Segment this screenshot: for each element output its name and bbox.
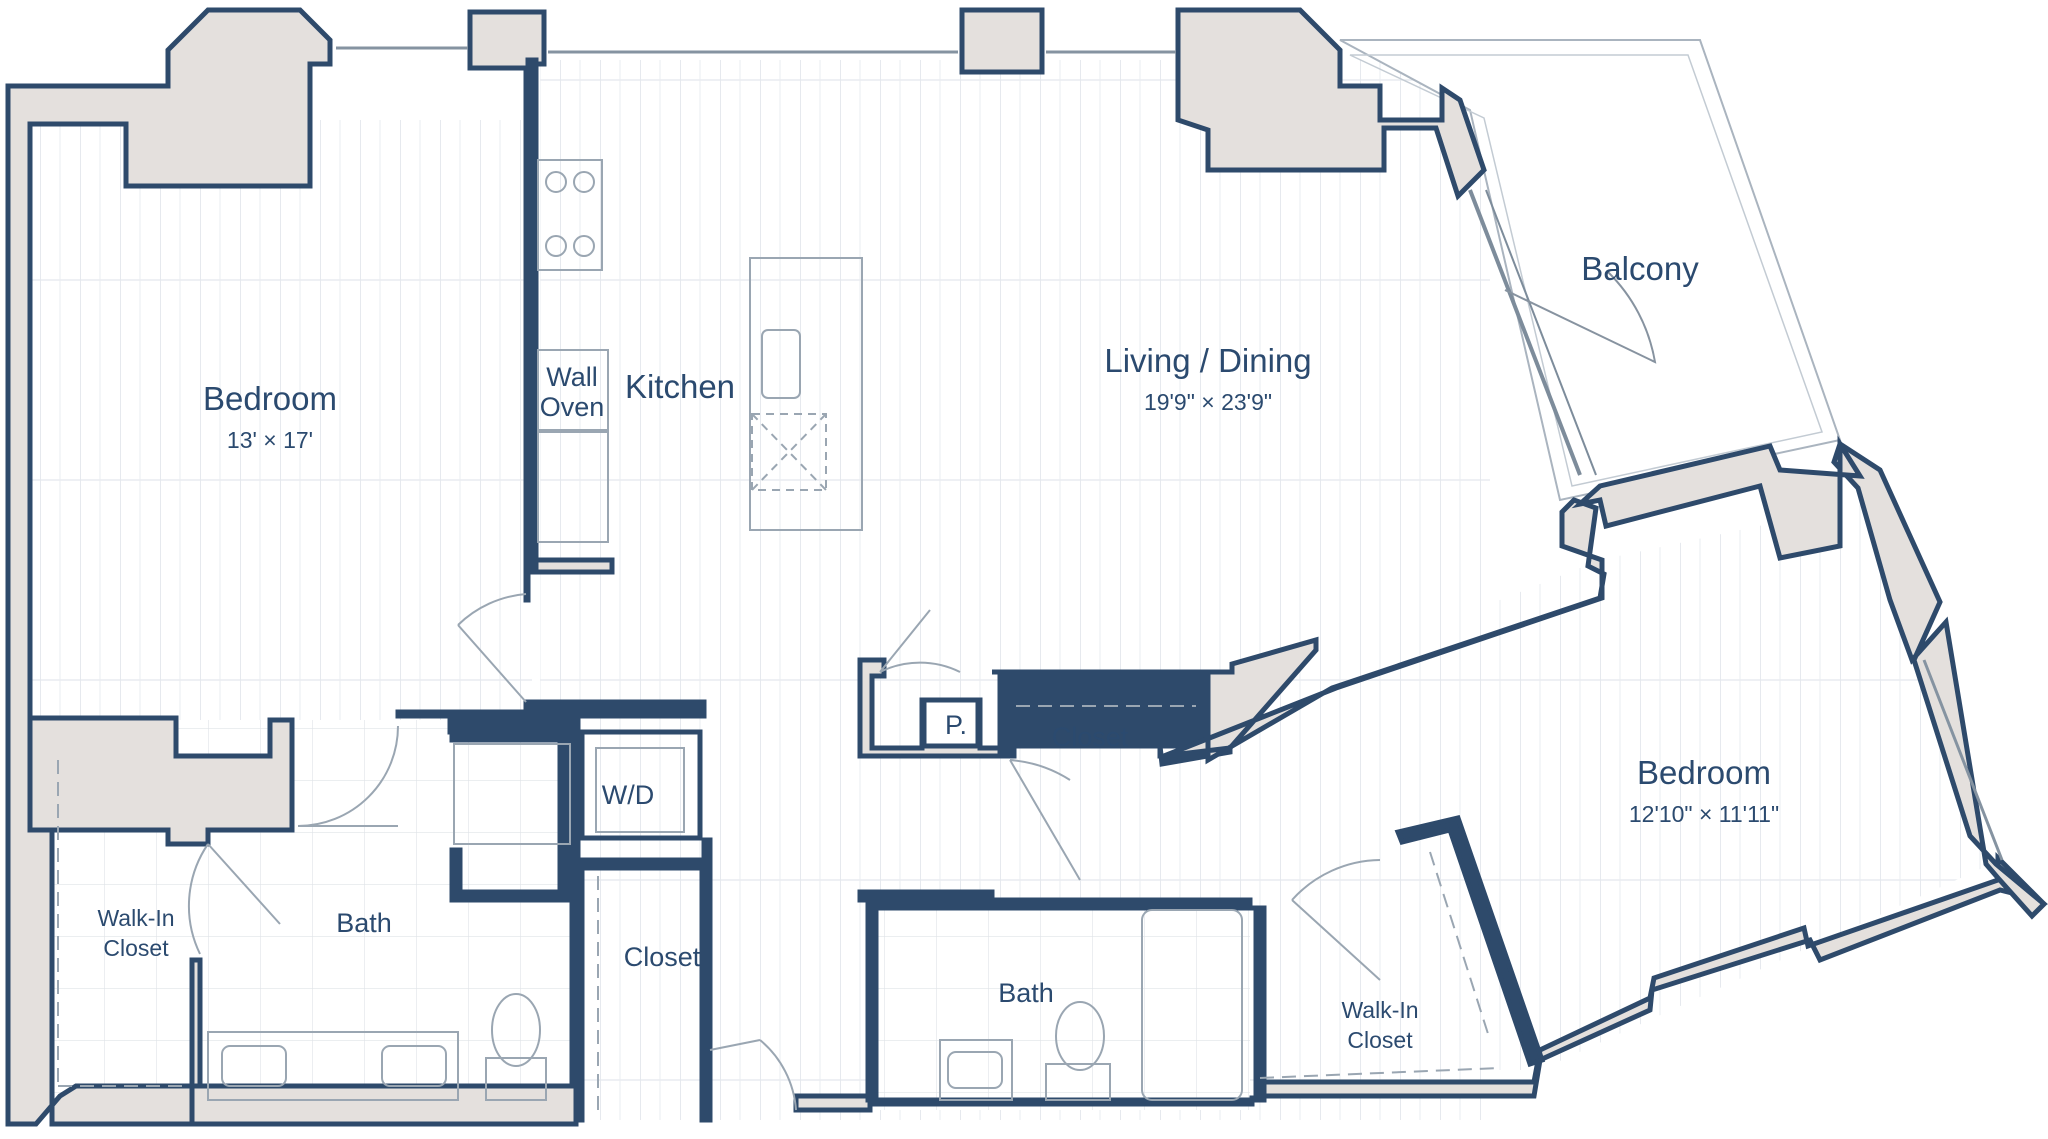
walk-in-closet-1-line-1: Walk-In — [97, 905, 174, 931]
sink-1 — [221, 1045, 287, 1087]
fridge-box — [537, 431, 609, 543]
outer-wall-right — [1831, 440, 2048, 920]
island-sink — [761, 329, 801, 399]
closet-door-swing — [879, 609, 961, 673]
floors — [32, 60, 2000, 1120]
pillar-top-center — [959, 7, 1045, 75]
pantry-name: P. — [945, 710, 967, 740]
closet-center-name: Closet — [1052, 722, 1129, 752]
kitchen-island — [749, 257, 863, 531]
balcony-name: Balcony — [1581, 250, 1699, 287]
island-dishwasher — [751, 413, 827, 491]
toilet-2 — [1055, 1001, 1105, 1071]
range-burners — [537, 159, 603, 271]
walk-in-2-wall — [1394, 815, 1546, 1068]
walk-in-closet-2-line-2: Closet — [1347, 1027, 1413, 1053]
vanity-1 — [207, 1031, 459, 1101]
bedroom-2-upper-wall — [1571, 435, 1865, 561]
bedroom-2-name: Bedroom — [1637, 754, 1771, 791]
wall-oven-box — [537, 349, 609, 431]
kitchen-wall-strip — [525, 57, 539, 573]
bath-2-floor — [870, 900, 1250, 1110]
wall-oven-label-1: Wall — [546, 362, 598, 392]
shower-1 — [453, 743, 571, 845]
wd-name: W/D — [602, 780, 654, 810]
balcony-door-swing — [1504, 271, 1657, 364]
sink-3 — [947, 1051, 1003, 1089]
walls — [5, 7, 2048, 1127]
toilet-1 — [491, 993, 541, 1067]
hall-closet-wall — [569, 837, 713, 1123]
bedroom-1-dims: 13' × 17' — [227, 427, 313, 453]
wd-wall — [579, 729, 703, 841]
living-dining-dims: 19'9" × 23'9" — [1144, 389, 1272, 415]
entry-door-swing — [709, 1039, 797, 1111]
pantry-closet — [921, 697, 981, 749]
fixtures — [57, 46, 2004, 1111]
bath-1-name: Bath — [336, 908, 392, 938]
bedroom-bath-wall — [27, 715, 295, 847]
walk-in-closet-1-line-2: Closet — [103, 935, 169, 961]
bedroom-1-name: Bedroom — [203, 380, 337, 417]
bath-2-wall — [857, 889, 1267, 1103]
bath-2-door-swing — [1009, 759, 1081, 881]
tub-2 — [1141, 909, 1243, 1101]
room-labels: Bedroom 13' × 17' Wall Oven Kitchen Livi… — [97, 250, 1779, 1053]
living-dining-name: Living / Dining — [1104, 342, 1311, 379]
kitchen-name: Kitchen — [625, 368, 735, 405]
vanity-2 — [939, 1039, 1013, 1101]
diagonal-wall — [1163, 497, 1607, 765]
pillar-top-right — [1175, 7, 1487, 201]
sink-2 — [381, 1045, 447, 1087]
bedroom-1-door-swing — [297, 725, 399, 827]
closet-hall-name: Closet — [624, 942, 701, 972]
hall-door-swing — [457, 593, 527, 703]
bedroom-1-floor — [32, 120, 532, 720]
bath-2-name: Bath — [998, 978, 1054, 1008]
walk-in-closet-2-line-1: Walk-In — [1341, 997, 1418, 1023]
walk-in-1-door-swing — [187, 843, 281, 955]
wall-oven-label-2: Oven — [540, 392, 605, 422]
bedroom-2-dims: 12'10" × 11'11" — [1629, 801, 1779, 827]
walk-in-2-door-swing — [1291, 859, 1381, 981]
outer-wall-bottom — [189, 1083, 579, 1127]
wd-box — [595, 747, 685, 833]
